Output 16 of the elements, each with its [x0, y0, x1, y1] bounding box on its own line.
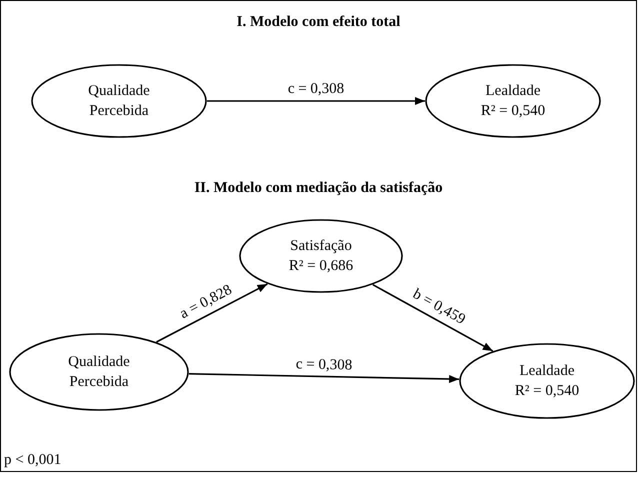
arrow	[372, 284, 494, 352]
node-text: Lealdade	[486, 82, 540, 101]
section-heading: I. Modelo com efeito total	[236, 14, 400, 30]
node-text: R² = 0,686	[288, 257, 354, 276]
note-text: p < 0,001	[4, 452, 62, 468]
node-text: Satisfação	[290, 237, 352, 256]
node-text: Lealdade	[520, 362, 574, 381]
edge-label: c = 0,308	[286, 81, 346, 97]
section-heading: II. Modelo com mediação da satisfação	[194, 180, 443, 196]
node-text: R² = 0,540	[514, 382, 580, 401]
node-text: Qualidade Percebida	[67, 353, 131, 392]
arrow	[188, 373, 460, 384]
node-text: R² = 0,540	[480, 102, 546, 121]
node-text: Qualidade Percebida	[87, 82, 151, 121]
arrow	[156, 283, 268, 343]
arrow	[207, 97, 425, 105]
